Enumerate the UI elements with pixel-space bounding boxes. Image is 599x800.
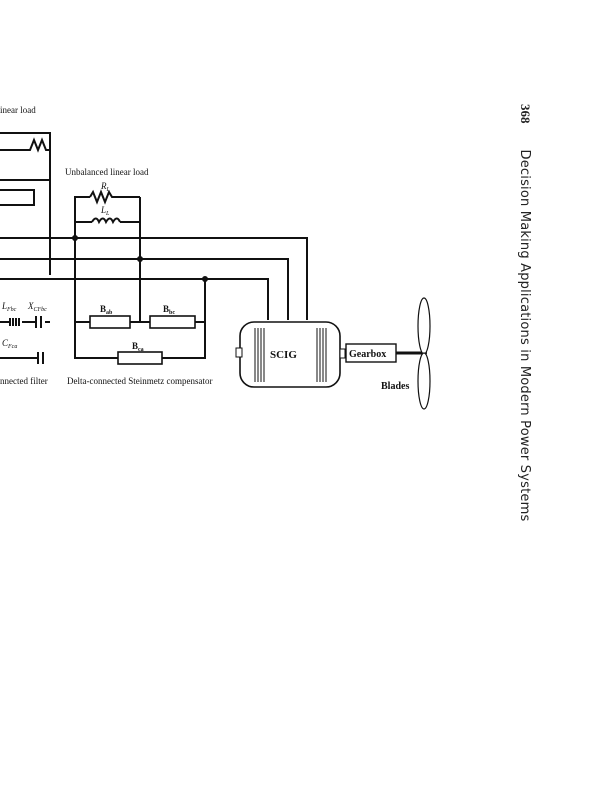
bus-phase-b: [0, 258, 289, 320]
steinmetz-caption: Delta-connected Steinmetz compensator: [67, 376, 212, 386]
filter-capacitor-ca: [37, 352, 44, 364]
junction-dot: [72, 235, 78, 241]
unbalanced-load-left: [74, 196, 90, 238]
scig-label: SCIG: [270, 349, 297, 361]
rl-label: RL: [100, 181, 111, 193]
bbc-label: Bbc: [163, 304, 175, 316]
unbalanced-load-label: Unbalanced linear load: [65, 167, 149, 177]
book-title: Decision Making Applications in Modern P…: [517, 149, 532, 522]
load-a-resistor: [0, 137, 50, 153]
filter-inductor-label: LFbc: [1, 301, 17, 313]
ll-label: LL: [100, 205, 110, 217]
gearbox-label: Gearbox: [349, 349, 386, 360]
unbalanced-load-inductor: [91, 217, 121, 225]
load-a-wire: [0, 132, 51, 181]
filter-capacitor-bc: [35, 316, 42, 328]
bbc-block: [149, 315, 196, 329]
page-number: 368: [518, 104, 533, 124]
bca-block: [117, 351, 163, 365]
bus-phase-a: [0, 237, 308, 320]
load-b-wire: [0, 189, 35, 206]
filter-capacitor-ca-label: CFca: [2, 338, 17, 350]
filter-caption: nnected filter: [0, 376, 48, 386]
junction-dot: [137, 256, 143, 262]
unbalanced-load-resistor: [89, 189, 140, 205]
load-top-label: inear load: [0, 105, 36, 115]
blades-label: Blades: [381, 381, 409, 392]
running-header: 368 Decision Making Applications in Mode…: [516, 104, 534, 521]
bca-label: Bca: [132, 341, 144, 353]
scig-generator: [235, 321, 346, 388]
filter-inductor-ticks: [9, 318, 20, 326]
junction-dot: [202, 276, 208, 282]
blades-rotor: [417, 297, 431, 410]
bab-label: Bab: [100, 304, 113, 316]
filter-capacitor-label: XCFbc: [27, 301, 47, 313]
bus-phase-c: [0, 278, 269, 320]
bab-block: [89, 315, 131, 329]
